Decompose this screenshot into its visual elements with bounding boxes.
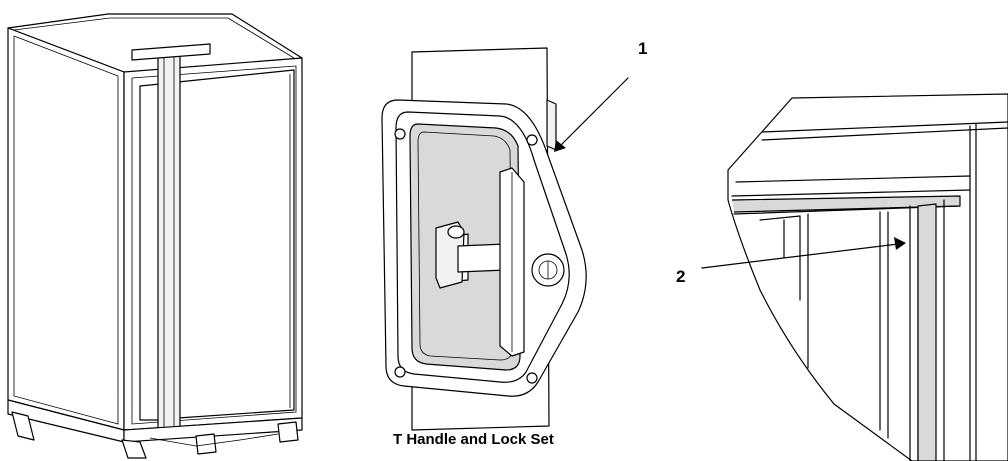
detail-view-illustration (701, 93, 1008, 461)
callout-2-label: 2 (676, 267, 685, 286)
cabinet-illustration (7, 13, 303, 459)
callout-1-label: 1 (638, 39, 647, 58)
t-handle-lock-illustration (381, 47, 629, 431)
t-handle-caption: T Handle and Lock Set (393, 431, 554, 448)
